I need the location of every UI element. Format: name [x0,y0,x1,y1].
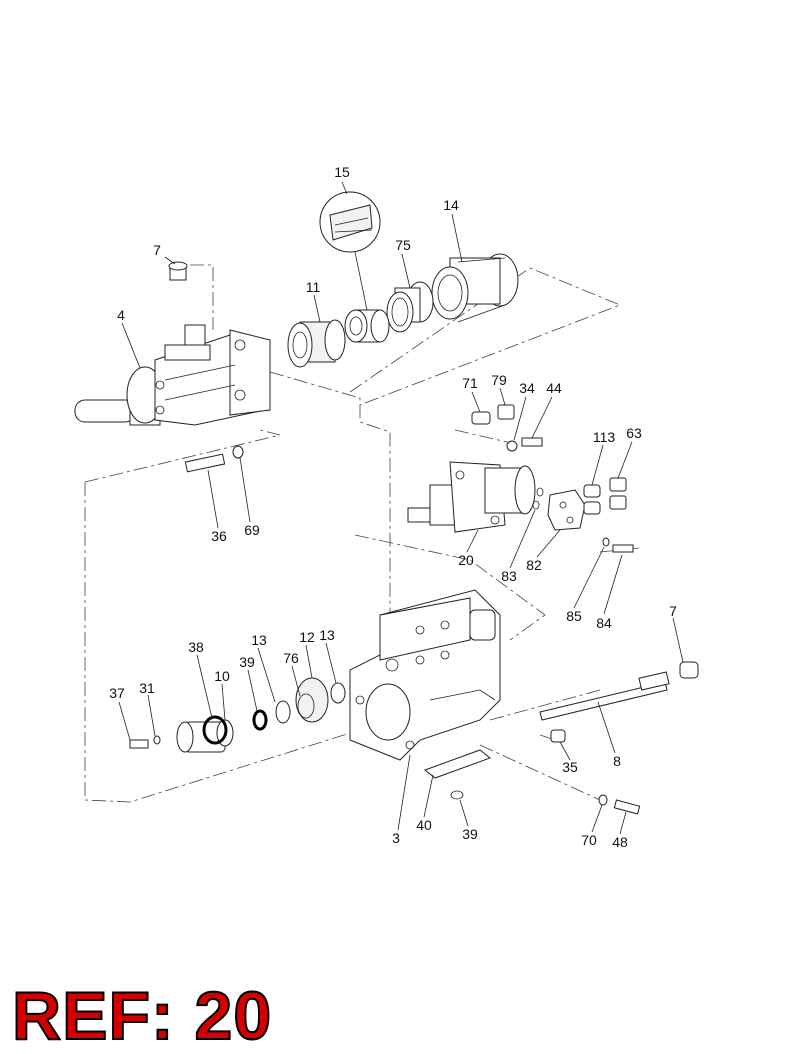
washer-70 [598,794,608,806]
plug-7-top [168,261,188,281]
callout: 44 [546,380,562,396]
oring-39-left [252,709,268,731]
callout: 35 [562,759,578,775]
bolt-44 [521,437,543,447]
washer-31 [153,735,161,745]
motor-20 [407,461,536,533]
callout: 12 [299,629,315,645]
block-82 [547,489,586,531]
callout: 10 [214,668,230,684]
pin-36 [184,453,226,473]
callout: 76 [283,650,299,666]
callout: 4 [117,307,125,323]
oring-39-bottom [450,790,464,800]
ring-75 [386,281,434,333]
callout: 84 [596,615,612,631]
callout: 36 [211,528,227,544]
callout: 39 [462,826,478,842]
reference-label: REF: 20 [11,978,273,1054]
callout: 70 [581,832,597,848]
gasket-40 [423,749,492,779]
washer-34 [506,440,518,452]
callout: 31 [139,680,155,696]
nuts-63 [609,477,627,510]
callout: 20 [458,552,474,568]
callout: 7 [669,603,677,619]
plug-7-right [679,661,699,679]
shaft-8 [539,671,670,721]
callout: 82 [526,557,542,573]
callout: 71 [462,375,478,391]
callout: 7 [153,242,161,258]
callout: 63 [626,425,642,441]
washer-13-left [275,700,291,724]
nut-79 [497,404,515,420]
callout: 3 [392,830,400,846]
gear-76 [295,677,329,723]
gear-11 [287,319,346,368]
callout: 113 [593,429,616,445]
callout: 69 [244,522,260,538]
callout: 85 [566,608,582,624]
callout: 13 [319,627,335,643]
callout: 79 [491,372,507,388]
bolt-84 [612,544,634,553]
callout-labels: 15 14 7 75 11 4 71 79 34 44 113 63 36 69… [109,164,677,850]
fittings-113 [583,484,601,515]
callout: 38 [188,639,204,655]
callout: 13 [251,632,267,648]
washer-85 [602,537,610,547]
washer-13-right [330,682,346,704]
callout: 48 [612,834,628,850]
bolt-48 [613,799,641,815]
callout: 15 [334,164,350,180]
callout: 8 [613,753,621,769]
assembly-lines [84,264,641,803]
detail-bubble-15 [319,191,381,253]
callout: 75 [395,237,411,253]
housing-3 [349,589,501,761]
bolt-37 [129,739,149,749]
pump-body-4 [74,324,271,426]
callout: 11 [306,279,321,295]
oring-38 [202,715,228,745]
bushing [344,309,390,343]
callout: 39 [239,654,255,670]
callout: 37 [109,685,125,701]
callout: 14 [443,197,459,213]
callout: 34 [519,380,535,396]
leader-lines [118,181,684,835]
washer-69 [232,445,244,459]
fitting-71 [471,411,491,425]
callout: 83 [501,568,517,584]
callout: 40 [416,817,432,833]
oring-83 [532,487,544,510]
bearing-14 [431,253,519,323]
nut-35 [550,729,566,743]
